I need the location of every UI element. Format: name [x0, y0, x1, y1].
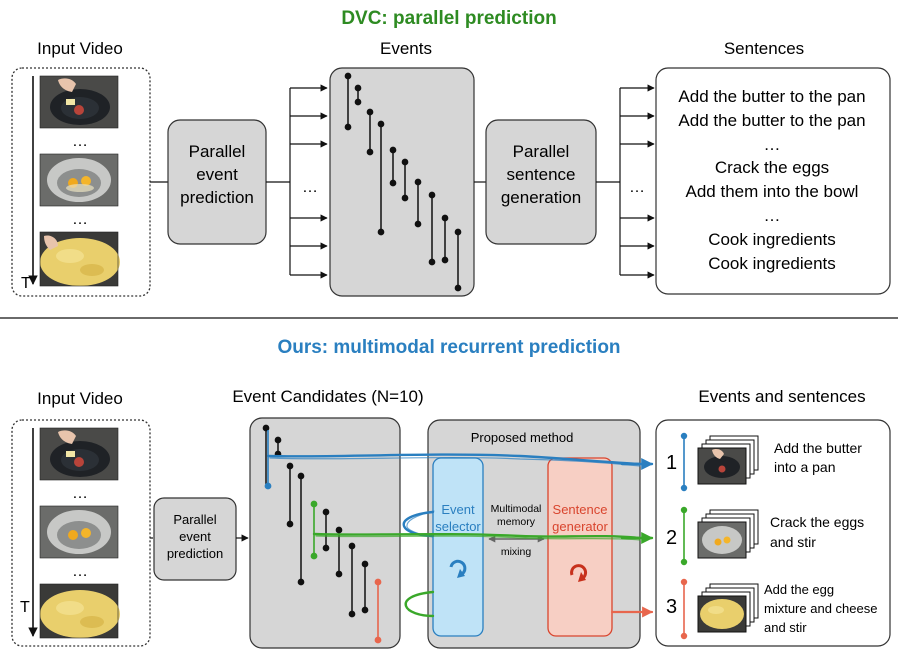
- bottom-input-label: Input Video: [37, 389, 123, 408]
- output-2-bar: [680, 506, 688, 566]
- flow-green: [312, 532, 654, 618]
- bottom-ellipsis-2: …: [72, 563, 88, 580]
- output-3-bar: [680, 578, 688, 640]
- top-box1-line2: event: [196, 165, 238, 184]
- selector-recurrent-icon: [449, 559, 467, 578]
- top-ellipsis-2: …: [72, 211, 88, 228]
- bottom-box1-line2: event: [179, 529, 211, 544]
- top-events-label: Events: [380, 39, 432, 58]
- selected-segment-red: [374, 578, 382, 644]
- bottom-title: Ours: multimodal recurrent prediction: [277, 337, 620, 358]
- output-2-number: 2: [666, 527, 677, 549]
- top-sentences-box: [655, 67, 891, 295]
- top-frame-3: [39, 231, 120, 287]
- bottom-frame-2: [39, 505, 119, 559]
- top-title: DVC: parallel prediction: [341, 8, 556, 29]
- output-1-line1: Add the butter: [774, 440, 862, 456]
- memory-mixing-line3: mixing: [501, 546, 532, 558]
- top-event-segments: [344, 72, 462, 292]
- top-sentences-label: Sentences: [724, 39, 804, 58]
- top-frame-1: [39, 75, 119, 129]
- top-ellipsis-1: …: [72, 133, 88, 150]
- top-sentence-2: Add the butter to the pan: [678, 111, 865, 130]
- top-box2-line1: Parallel: [513, 142, 570, 161]
- top-sentence-5: Add them into the bowl: [686, 182, 859, 201]
- sentence-generator-line2: generator: [552, 519, 608, 534]
- proposed-method-label: Proposed method: [471, 430, 574, 445]
- output-2-line1: Crack the eggs: [770, 514, 864, 530]
- memory-mixing-line2: memory: [497, 516, 536, 528]
- top-fan-events: [266, 84, 328, 279]
- top-box1-line3: prediction: [180, 188, 254, 207]
- top-sentence-1: Add the butter to the pan: [678, 87, 865, 106]
- top-sentences-ellipsis: …: [629, 179, 645, 196]
- top-sentence-6: …: [764, 206, 781, 225]
- top-sentence-3: …: [764, 135, 781, 154]
- selected-segment-green: [310, 500, 318, 560]
- output-1-line2: into a pan: [774, 459, 836, 475]
- top-box2-line2: sentence: [507, 165, 576, 184]
- output-1-bar: [680, 432, 688, 492]
- top-time-label: T: [21, 275, 31, 292]
- top-fan-sentences: [596, 84, 655, 279]
- output-3-line1: Add the egg: [764, 582, 834, 597]
- top-events-ellipsis: …: [302, 179, 318, 196]
- bottom-frame-3: [39, 583, 120, 639]
- top-sentence-4: Crack the eggs: [715, 158, 829, 177]
- output-2-line2: and stir: [770, 534, 816, 550]
- bottom-candidates-box: [249, 417, 401, 649]
- top-sentence-8: Cook ingredients: [708, 254, 836, 273]
- output-3-number: 3: [666, 596, 677, 618]
- event-selector-line2: selector: [435, 519, 481, 534]
- candidate-segments: [262, 424, 369, 618]
- bottom-candidates-label: Event Candidates (N=10): [232, 387, 423, 406]
- bottom-output-label: Events and sentences: [698, 387, 865, 406]
- bottom-input-video-box: [11, 419, 151, 647]
- bottom-frame-1: [39, 427, 119, 481]
- top-sentence-7: Cook ingredients: [708, 230, 836, 249]
- generator-recurrent-icon: [570, 564, 588, 582]
- selected-segment-blue: [264, 430, 272, 490]
- top-frame-2: [39, 153, 119, 207]
- output-2-frames-stack: [697, 509, 759, 559]
- sentence-generator-box: [547, 457, 613, 637]
- memory-mixing-line1: Multimodal: [491, 503, 542, 515]
- bottom-time-label: T: [20, 599, 30, 616]
- output-1-number: 1: [666, 452, 677, 474]
- sentence-generator-line1: Sentence: [553, 502, 608, 517]
- event-selector-box: [432, 457, 484, 637]
- output-3-line3: and stir: [764, 620, 807, 635]
- top-events-box: [329, 67, 475, 297]
- output-1-frames-stack: [697, 435, 759, 485]
- top-box1-line1: Parallel: [189, 142, 246, 161]
- event-selector-line1: Event: [441, 502, 475, 517]
- bottom-ellipsis-1: …: [72, 485, 88, 502]
- top-input-label: Input Video: [37, 39, 123, 58]
- top-box2-line3: generation: [501, 188, 581, 207]
- flow-blue: [266, 453, 654, 538]
- output-3-frames-stack: [697, 583, 759, 633]
- bottom-parallel-event-prediction-box: [153, 497, 237, 581]
- bottom-box1-line3: prediction: [167, 546, 223, 561]
- bottom-box1-line1: Parallel: [173, 512, 216, 527]
- output-3-line2: mixture and cheese: [764, 601, 877, 616]
